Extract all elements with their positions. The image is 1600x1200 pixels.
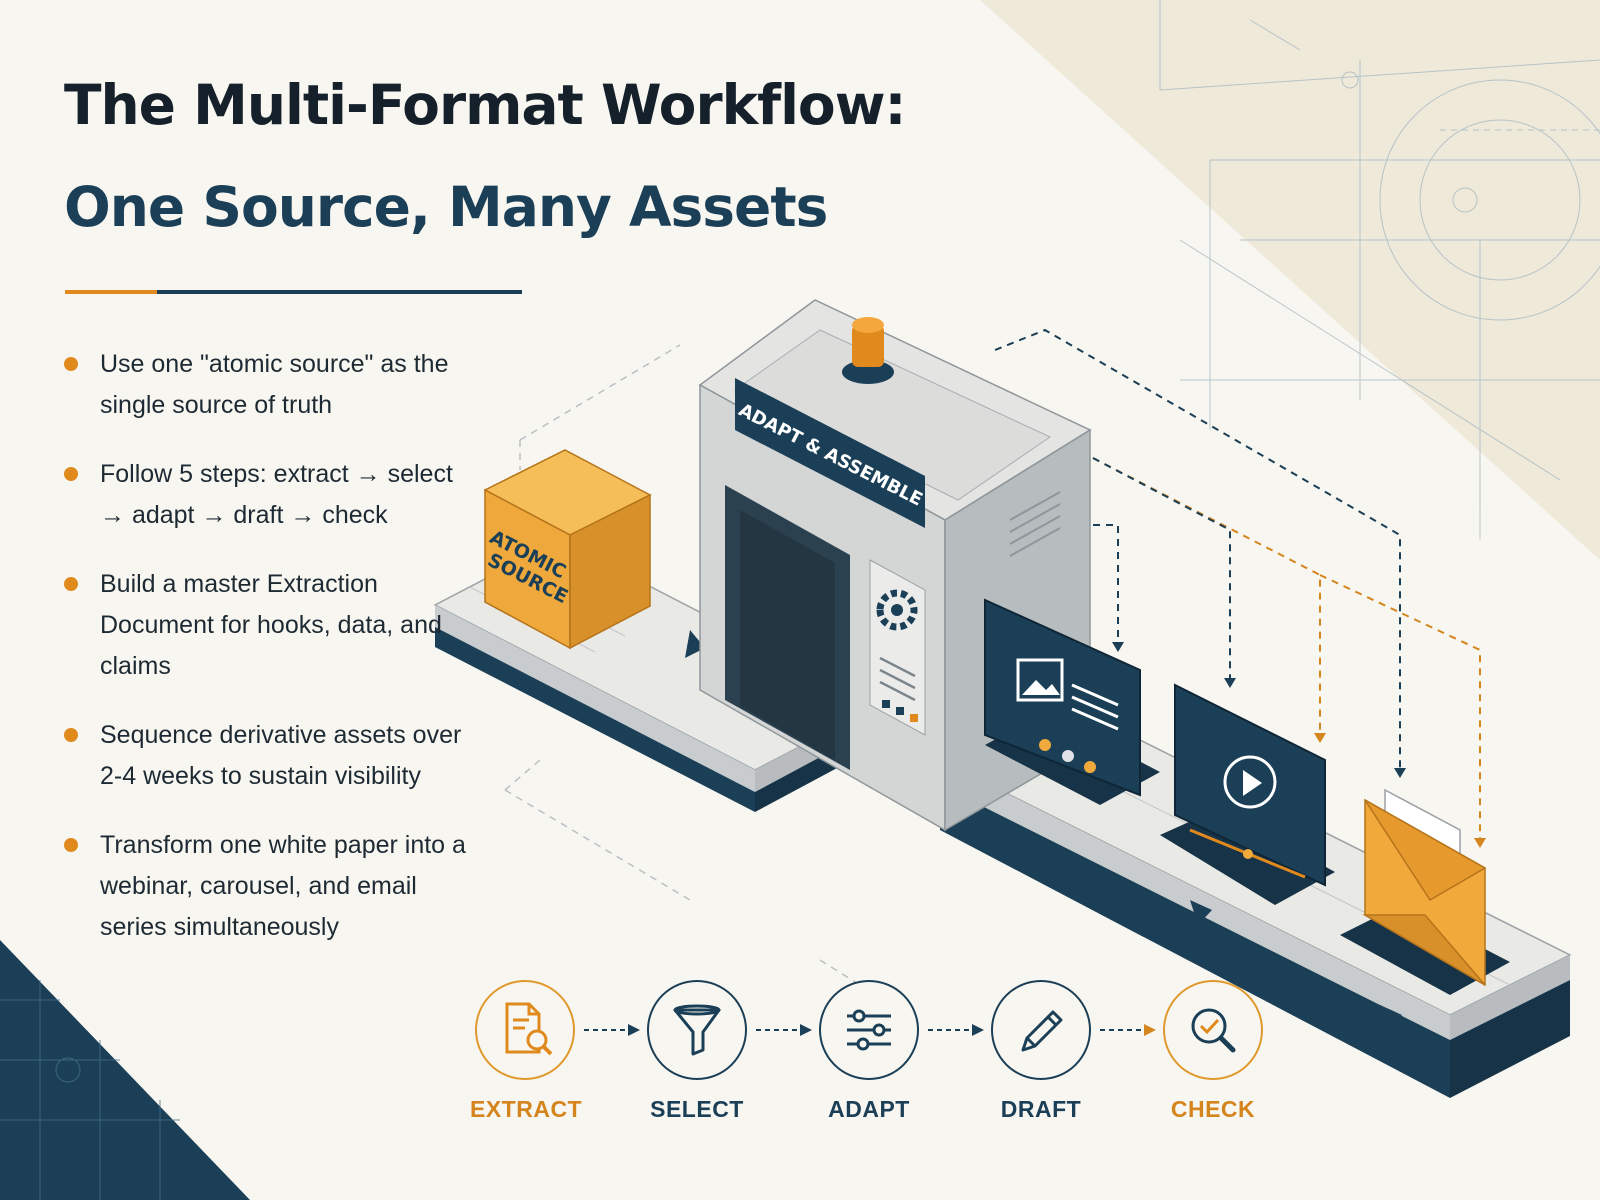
step-arrow-icon bbox=[584, 1024, 640, 1036]
bullet-list: Use one "atomic source" as the single so… bbox=[60, 344, 480, 976]
bullet-item: Use one "atomic source" as the single so… bbox=[60, 344, 480, 426]
video-player-icon bbox=[1160, 683, 1335, 905]
bullet-text: Follow 5 steps: extract → select → adapt… bbox=[100, 460, 453, 529]
bullet-dot-icon bbox=[64, 467, 78, 481]
bullet-text: Build a master Extraction Document for h… bbox=[100, 570, 442, 680]
adapt-assemble-machine: ADAPT & ASSEMBLE bbox=[698, 299, 1092, 832]
process-steps: EXTRACT SELECT ADAPT bbox=[470, 980, 1300, 1123]
bullet-item: Sequence derivative assets over 2-4 week… bbox=[60, 715, 480, 797]
magnifier-check-icon bbox=[1163, 980, 1263, 1080]
title-rule-orange bbox=[65, 290, 157, 294]
step-label: SELECT bbox=[650, 1096, 744, 1122]
step-label: CHECK bbox=[1170, 1096, 1256, 1122]
flow-arrowheads bbox=[1112, 642, 1486, 848]
bullet-item: Build a master Extraction Document for h… bbox=[60, 564, 480, 687]
bullet-dot-icon bbox=[64, 728, 78, 742]
step-adapt: ADAPT bbox=[814, 980, 924, 1123]
bullet-item: Transform one white paper into a webinar… bbox=[60, 825, 480, 948]
sliders-icon bbox=[819, 980, 919, 1080]
bullet-dot-icon bbox=[64, 577, 78, 591]
step-arrow-icon bbox=[928, 1024, 984, 1036]
bullet-dot-icon bbox=[64, 357, 78, 371]
flow-lines bbox=[994, 328, 1481, 840]
pencil-icon bbox=[991, 980, 1091, 1080]
page-subtitle: One Source, Many Assets bbox=[64, 175, 828, 239]
step-select: SELECT bbox=[642, 980, 752, 1123]
bullet-text: Sequence derivative assets over 2-4 week… bbox=[100, 721, 462, 790]
corner-panel bbox=[0, 940, 250, 1200]
left-belt-arrow bbox=[685, 630, 705, 658]
bullet-dot-icon bbox=[64, 838, 78, 852]
atomic-source-box: ATOMIC SOURCE bbox=[483, 449, 652, 650]
step-draft: DRAFT bbox=[986, 980, 1096, 1123]
funnel-icon bbox=[647, 980, 747, 1080]
step-arrow-icon bbox=[756, 1024, 812, 1036]
document-magnifier-icon bbox=[475, 980, 575, 1080]
bullet-item: Follow 5 steps: extract → select → adapt… bbox=[60, 454, 480, 536]
corner-grid bbox=[0, 980, 180, 1200]
article-card-icon bbox=[984, 598, 1160, 805]
step-label: EXTRACT bbox=[470, 1096, 583, 1122]
gear-icon bbox=[876, 589, 918, 631]
step-label: ADAPT bbox=[828, 1096, 910, 1122]
page-title: The Multi-Format Workflow: bbox=[64, 73, 907, 137]
blueprint-panel bbox=[980, 0, 1600, 560]
email-envelope-icon bbox=[1340, 788, 1510, 995]
step-check: CHECK bbox=[1158, 980, 1268, 1123]
step-label: DRAFT bbox=[1000, 1096, 1082, 1122]
step-arrow-icon bbox=[1100, 1024, 1156, 1036]
blueprint-lines bbox=[1159, 0, 1600, 540]
bullet-text: Transform one white paper into a webinar… bbox=[100, 831, 466, 941]
bullet-text: Use one "atomic source" as the single so… bbox=[100, 350, 449, 419]
title-rule-navy bbox=[157, 290, 522, 294]
step-extract: EXTRACT bbox=[470, 980, 583, 1123]
